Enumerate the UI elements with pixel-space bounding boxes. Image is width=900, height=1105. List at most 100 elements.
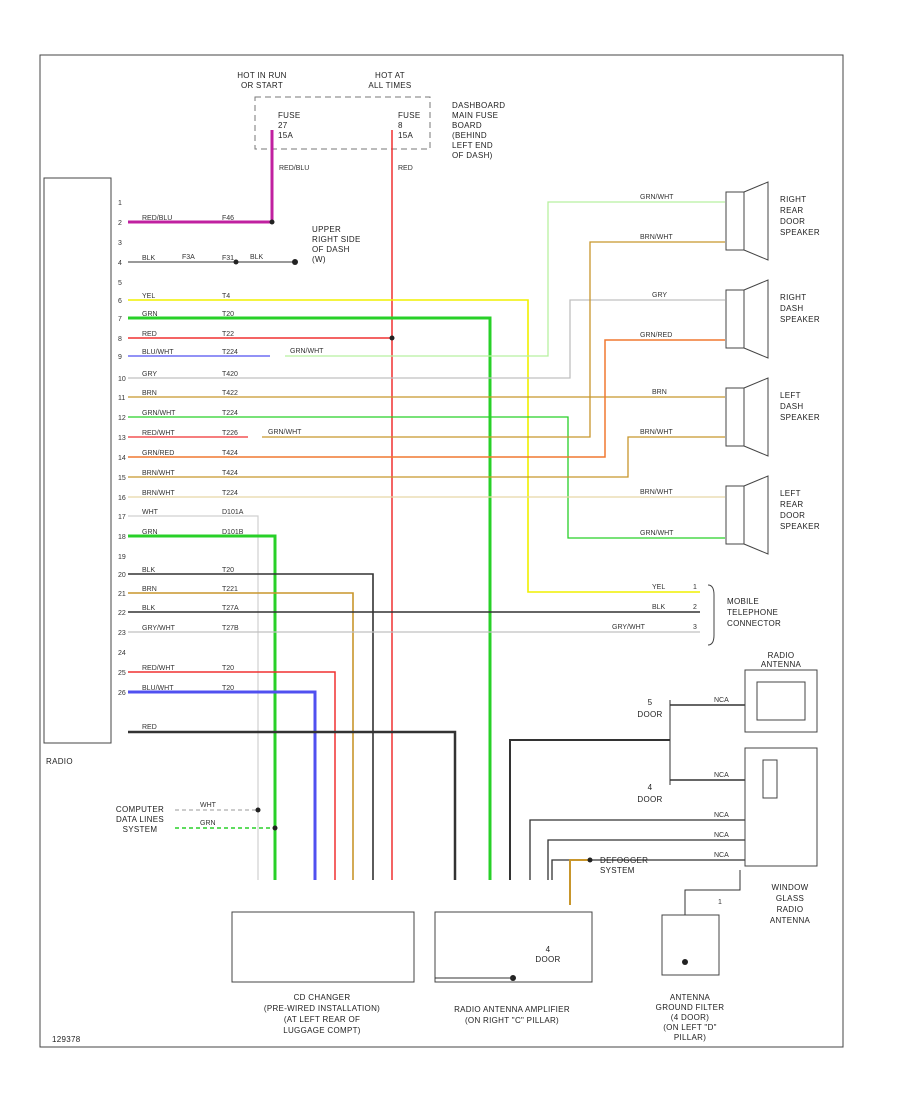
- window-antenna-label: WINDOW: [772, 883, 809, 892]
- radio-pin-number: 20: [118, 572, 126, 579]
- wire-label-grn-wht-c: GRN/WHT: [640, 530, 674, 537]
- radio-pin-circuit: T20: [222, 685, 234, 692]
- radio-pin-color: GRY: [142, 371, 157, 378]
- radio-pin-number: 12: [118, 415, 126, 422]
- radio-pin-circuit: T424: [222, 470, 238, 477]
- radio-pin-color: WHT: [142, 509, 159, 516]
- fuse-box-label: BOARD: [452, 121, 482, 130]
- amp-door-label: 4: [546, 945, 551, 954]
- fuse-box-outline: [254, 96, 431, 150]
- window-glass-antenna: [744, 747, 818, 867]
- radio-pin-color: RED/WHT: [142, 430, 175, 437]
- ground-filter-label: (ON LEFT "D": [663, 1023, 717, 1032]
- window-antenna-element: [762, 759, 778, 799]
- hot-run-start-label: OR START: [241, 81, 283, 90]
- window-antenna-label: RADIO: [777, 905, 804, 914]
- amplifier-label: RADIO ANTENNA AMPLIFIER: [454, 1005, 570, 1014]
- wire-antenna-coax: [128, 730, 457, 880]
- radio-antenna-panel: [756, 681, 806, 721]
- radio-pin-color: GRN: [142, 311, 158, 318]
- wire-red-wht-cd: [128, 671, 336, 880]
- splice: [272, 825, 278, 831]
- radio-pin-number: 16: [118, 495, 126, 502]
- cd-changer-label: (AT LEFT REAR OF: [284, 1015, 360, 1024]
- radio-pin-circuit: T422: [222, 390, 238, 397]
- wire-label-blk-ground: BLK: [250, 254, 264, 261]
- radio-pin-number: 7: [118, 316, 122, 323]
- wire-label-wht: WHT: [200, 802, 217, 809]
- left-rear-speaker-label: DOOR: [780, 511, 805, 520]
- radio-pin-color: BLK: [142, 605, 156, 612]
- antenna-amplifier: [434, 911, 593, 983]
- radio-pin-number: 6: [118, 298, 122, 305]
- right-rear-speaker-label: RIGHT: [780, 195, 806, 204]
- radio-pin-circuit: T226: [222, 430, 238, 437]
- radio-pin-number: 4: [118, 260, 122, 267]
- radio-unit: [43, 177, 112, 744]
- ground-point: [292, 259, 298, 265]
- fuse-box-label: LEFT END: [452, 141, 493, 150]
- wire-label-grn-red: GRN/RED: [640, 332, 672, 339]
- speaker-right-rear: [725, 181, 769, 261]
- radio-antenna-label: RADIO: [768, 651, 795, 660]
- splice: [255, 807, 261, 813]
- cd-changer-label: LUGGAGE COMPT): [283, 1026, 361, 1035]
- ground-filter-label: GROUND FILTER: [656, 1003, 725, 1012]
- ground-location-label: RIGHT SIDE: [312, 235, 361, 244]
- radio-pin-number: 25: [118, 670, 126, 677]
- fuse-27-label: 27: [278, 121, 288, 130]
- radio-pin-color: BRN/WHT: [142, 490, 175, 497]
- wire-label-brn-wht-c: BRN/WHT: [640, 489, 673, 496]
- splice: [587, 857, 593, 863]
- left-dash-speaker-label: LEFT: [780, 391, 801, 400]
- door5-label: DOOR: [637, 710, 662, 719]
- wire-grn-data: [128, 534, 277, 880]
- wire-grn-wht-rr: [285, 201, 725, 357]
- splice: [269, 219, 275, 225]
- left-rear-speaker-label: REAR: [780, 500, 803, 509]
- right-rear-speaker-label: SPEAKER: [780, 228, 820, 237]
- door4-label: DOOR: [637, 795, 662, 804]
- radio-pin-color: BRN: [142, 586, 157, 593]
- radio-pin-color: RED: [142, 331, 157, 338]
- radio-pin-number: 18: [118, 534, 126, 541]
- wire-label-blk-fa: F3A: [182, 254, 195, 261]
- radio-pin-circuit: D101B: [222, 529, 244, 536]
- fuse-8-label: 15A: [398, 131, 413, 140]
- radio-pin-circuit: T20: [222, 665, 234, 672]
- radio-pin-circuit: T224: [222, 410, 238, 417]
- ground-location-label: (W): [312, 255, 326, 264]
- left-rear-speaker-label: SPEAKER: [780, 522, 820, 531]
- wire-label-pin3: 3: [693, 624, 697, 631]
- wire-defogger: [569, 859, 590, 905]
- wire-label-brn-wht-a: BRN/WHT: [640, 234, 673, 241]
- fuse-27-label: 15A: [278, 131, 293, 140]
- radio-pin-number: 22: [118, 610, 126, 617]
- wire-label-ant3: NCA: [714, 812, 729, 819]
- radio-pin-circuit: T424: [222, 450, 238, 457]
- radio-pin-number: 19: [118, 554, 126, 561]
- wire-grn-red: [128, 339, 725, 458]
- hot-run-start-label: HOT IN RUN: [237, 71, 287, 80]
- phone-connector-label: TELEPHONE: [727, 608, 778, 617]
- wire-grn-amp: [128, 316, 492, 880]
- speaker-right-dash: [725, 279, 769, 359]
- radio-label: RADIO: [46, 757, 73, 766]
- radio-pin-number: 17: [118, 514, 126, 521]
- wire-blk-cd: [128, 573, 374, 880]
- radio-pin-color: BLU/WHT: [142, 349, 174, 356]
- wire-label-radio-gnd: RED: [142, 724, 157, 731]
- right-dash-speaker-label: DASH: [780, 304, 803, 313]
- wire-label-grn-wht-c: GRN/WHT: [268, 429, 302, 436]
- radio-pin-circuit: T224: [222, 349, 238, 356]
- radio-pin-number: 15: [118, 475, 126, 482]
- wire-label-pin1: 1: [693, 584, 697, 591]
- wire-label-gry: GRY: [652, 292, 667, 299]
- radio-pin-number: 13: [118, 435, 126, 442]
- radio-pin-number: 8: [118, 336, 122, 343]
- right-rear-speaker-label: REAR: [780, 206, 803, 215]
- radio-pin-color: BLK: [142, 567, 156, 574]
